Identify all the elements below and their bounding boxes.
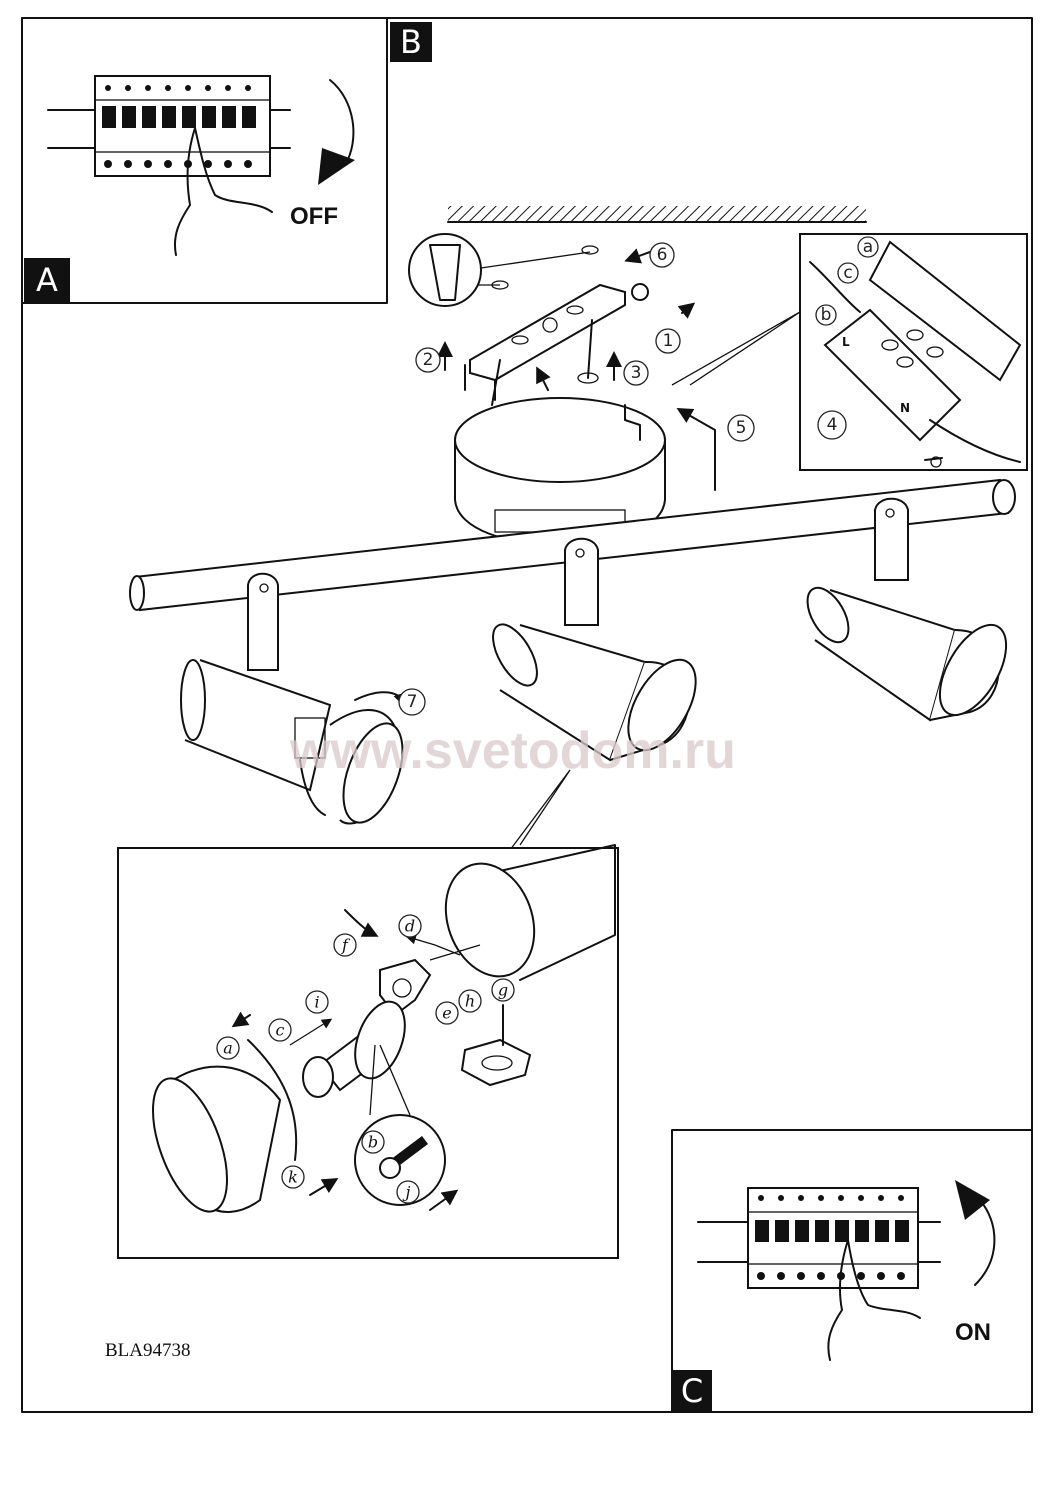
detail-callout-pointer xyxy=(509,769,571,851)
rotate-arrow-icon xyxy=(329,79,355,166)
spotlight-left xyxy=(180,572,404,825)
off-label: OFF xyxy=(290,203,338,230)
neutral-terminal-label: N xyxy=(900,401,910,415)
screw-icon xyxy=(587,319,593,379)
breaker-panel-icon xyxy=(697,1187,941,1289)
spotlight-center xyxy=(492,537,697,762)
panel-b-badge xyxy=(390,22,432,62)
panel-a-switch-off: OFF A xyxy=(21,17,388,304)
rotate-arrow-icon xyxy=(974,1199,996,1286)
panel-c-switch-on: ON C xyxy=(671,1129,1033,1413)
step-6: 6 xyxy=(657,245,668,265)
panel-a-label: A xyxy=(36,261,58,299)
detail-label-b: b xyxy=(368,1133,378,1152)
detail-label-j: j xyxy=(403,1183,411,1202)
mounting-bracket xyxy=(464,283,649,406)
detail-label-k: k xyxy=(288,1168,298,1187)
detail-label-g: g xyxy=(498,981,508,1000)
ceiling-hatch xyxy=(448,206,866,222)
breaker-panel-icon xyxy=(47,75,291,177)
watermark: www.svetodom.ru xyxy=(289,722,736,780)
detail-label-e: e xyxy=(442,1004,451,1023)
wall-plug-callout xyxy=(408,233,599,307)
detail-labels: a b c d e f g h i j k xyxy=(216,914,515,1204)
panel-c-label: C xyxy=(681,1372,703,1410)
step-3: 3 xyxy=(631,363,642,383)
model-code: BLA94738 xyxy=(105,1340,191,1361)
detail-label-d: d xyxy=(405,917,415,936)
wiring-label-c: c xyxy=(843,263,852,283)
step-7: 7 xyxy=(407,692,418,712)
step-markers: 1 2 3 4 5 6 7 xyxy=(398,242,847,716)
socket-ring-lower xyxy=(460,1038,532,1087)
step-5: 5 xyxy=(736,418,747,438)
detail-inset xyxy=(117,844,619,1259)
detail-label-f: f xyxy=(341,936,351,955)
page-frame xyxy=(21,17,1033,1413)
detail-label-h: h xyxy=(465,992,475,1011)
terminal-block xyxy=(823,308,962,442)
hand-icon xyxy=(174,127,273,256)
callout-pointer xyxy=(671,311,801,386)
detail-label-a: a xyxy=(223,1039,233,1058)
live-terminal-label: L xyxy=(842,335,850,349)
wiring-label-b: b xyxy=(821,305,832,325)
on-label: ON xyxy=(955,1319,991,1346)
detail-label-i: i xyxy=(314,993,319,1012)
wiring-label-a: a xyxy=(863,237,873,257)
panel-b-label: B xyxy=(400,23,422,61)
detail-label-c: c xyxy=(276,1021,285,1040)
screw-head-icon xyxy=(631,283,649,301)
panel-a-badge xyxy=(24,258,70,302)
hand-icon xyxy=(827,1239,921,1361)
spotlight-right xyxy=(806,497,1008,722)
cover-plate xyxy=(868,240,1022,382)
arrow-down-icon xyxy=(318,148,355,185)
panel-c-badge xyxy=(672,1370,712,1412)
step-4: 4 xyxy=(827,415,838,435)
step-1: 1 xyxy=(663,331,674,351)
arrow-up-icon xyxy=(955,1180,990,1220)
step-2: 2 xyxy=(423,350,434,370)
